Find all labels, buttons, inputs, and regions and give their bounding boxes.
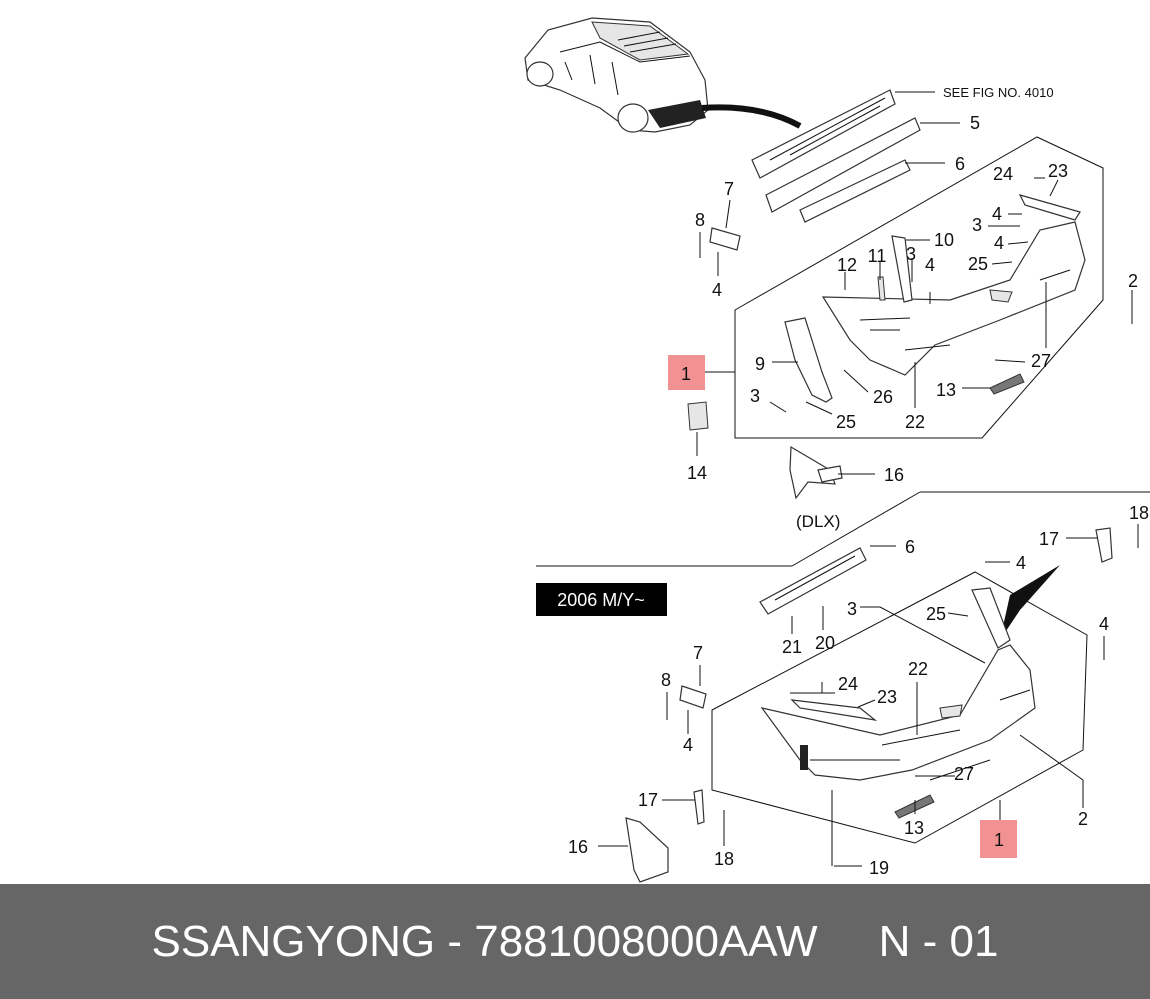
separator: - xyxy=(447,916,462,966)
callout-label: 16 xyxy=(884,465,904,485)
callout-label: 23 xyxy=(877,687,897,707)
callout-label: 3 xyxy=(972,215,982,235)
callout-label: 4 xyxy=(925,255,935,275)
callout-label: 24 xyxy=(838,674,858,694)
section-separator xyxy=(536,491,1150,567)
bottom-bumper-assembly xyxy=(625,527,1113,883)
callout-label: 22 xyxy=(905,412,925,432)
model-year-badge-text: 2006 M/Y~ xyxy=(557,590,645,610)
callout-label: 4 xyxy=(992,204,1002,224)
top-callout-labels: 1 2 3 3 3 4 4 4 4 5 6 7 8 9 10 11 12 13 … xyxy=(681,113,1138,485)
callout-label: 19 xyxy=(869,858,889,878)
callout-label: 4 xyxy=(712,280,722,300)
callout-label: 6 xyxy=(955,154,965,174)
highlight-box-top xyxy=(668,355,705,390)
callout-label: 27 xyxy=(954,764,974,784)
callout-label: 4 xyxy=(683,735,693,755)
callout-label: 7 xyxy=(693,643,703,663)
callout-label: 14 xyxy=(687,463,707,483)
callout-label: 17 xyxy=(638,790,658,810)
callout-label: 3 xyxy=(847,599,857,619)
callout-label: 17 xyxy=(1039,529,1059,549)
callout-label: 5 xyxy=(970,113,980,133)
callout-label: 2 xyxy=(1078,809,1088,829)
callout-label: 10 xyxy=(934,230,954,250)
dlx-label: (DLX) xyxy=(796,512,840,531)
callout-label: 13 xyxy=(904,818,924,838)
callout-label: 23 xyxy=(1048,161,1068,181)
part-number: 7881008000AAW xyxy=(474,916,818,966)
callout-label: 1 xyxy=(994,830,1004,850)
bottom-leader-lines xyxy=(598,524,1139,867)
callout-label: 12 xyxy=(837,255,857,275)
callout-label: 18 xyxy=(1129,503,1149,523)
bottom-callout-labels: 1 2 3 4 4 4 6 7 8 13 16 17 17 18 18 19 2… xyxy=(568,503,1149,878)
callout-label: 8 xyxy=(695,210,705,230)
callout-label: 25 xyxy=(926,604,946,624)
see-fig-label: SEE FIG NO. 4010 xyxy=(943,85,1054,100)
callout-label: 1 xyxy=(681,364,691,384)
callout-label: 8 xyxy=(661,670,671,690)
callout-label: 24 xyxy=(993,164,1013,184)
top-bumper-assembly xyxy=(687,136,1104,500)
page-code: N - 01 xyxy=(878,916,999,966)
callout-label: 13 xyxy=(936,380,956,400)
callout-label: 21 xyxy=(782,637,802,657)
callout-label: 18 xyxy=(714,849,734,869)
top-leader-lines xyxy=(696,177,1133,475)
callout-label: 2 xyxy=(1128,271,1138,291)
callout-label: 4 xyxy=(1016,553,1026,573)
vehicle-illustration xyxy=(524,17,802,133)
callout-label: 3 xyxy=(750,386,760,406)
callout-label: 4 xyxy=(1099,614,1109,634)
parts-diagram: 2006 M/Y~ SEE FIG NO. 4010 (DLX) 1 2 3 3… xyxy=(524,17,1150,883)
callout-label: 11 xyxy=(868,246,887,266)
model-year-badge-bg xyxy=(536,583,667,616)
callout-label: 7 xyxy=(724,179,734,199)
callout-label: 9 xyxy=(755,354,765,374)
callout-label: 25 xyxy=(836,412,856,432)
callout-label: 20 xyxy=(815,633,835,653)
callout-label: 25 xyxy=(968,254,988,274)
footer-caption: SSANGYONG - 7881008000AAW N - 01 xyxy=(151,917,998,967)
brand-name: SSANGYONG xyxy=(151,916,436,966)
callout-label: 16 xyxy=(568,837,588,857)
footer-bar: SSANGYONG - 7881008000AAW N - 01 xyxy=(0,884,1150,999)
callout-label: 6 xyxy=(905,537,915,557)
rear-beam-assembly xyxy=(751,89,960,223)
callout-label: 4 xyxy=(994,233,1004,253)
highlight-box-bottom xyxy=(980,820,1017,858)
callout-label: 27 xyxy=(1031,351,1051,371)
callout-label: 22 xyxy=(908,659,928,679)
callout-label: 26 xyxy=(873,387,893,407)
callout-label: 3 xyxy=(906,244,916,264)
